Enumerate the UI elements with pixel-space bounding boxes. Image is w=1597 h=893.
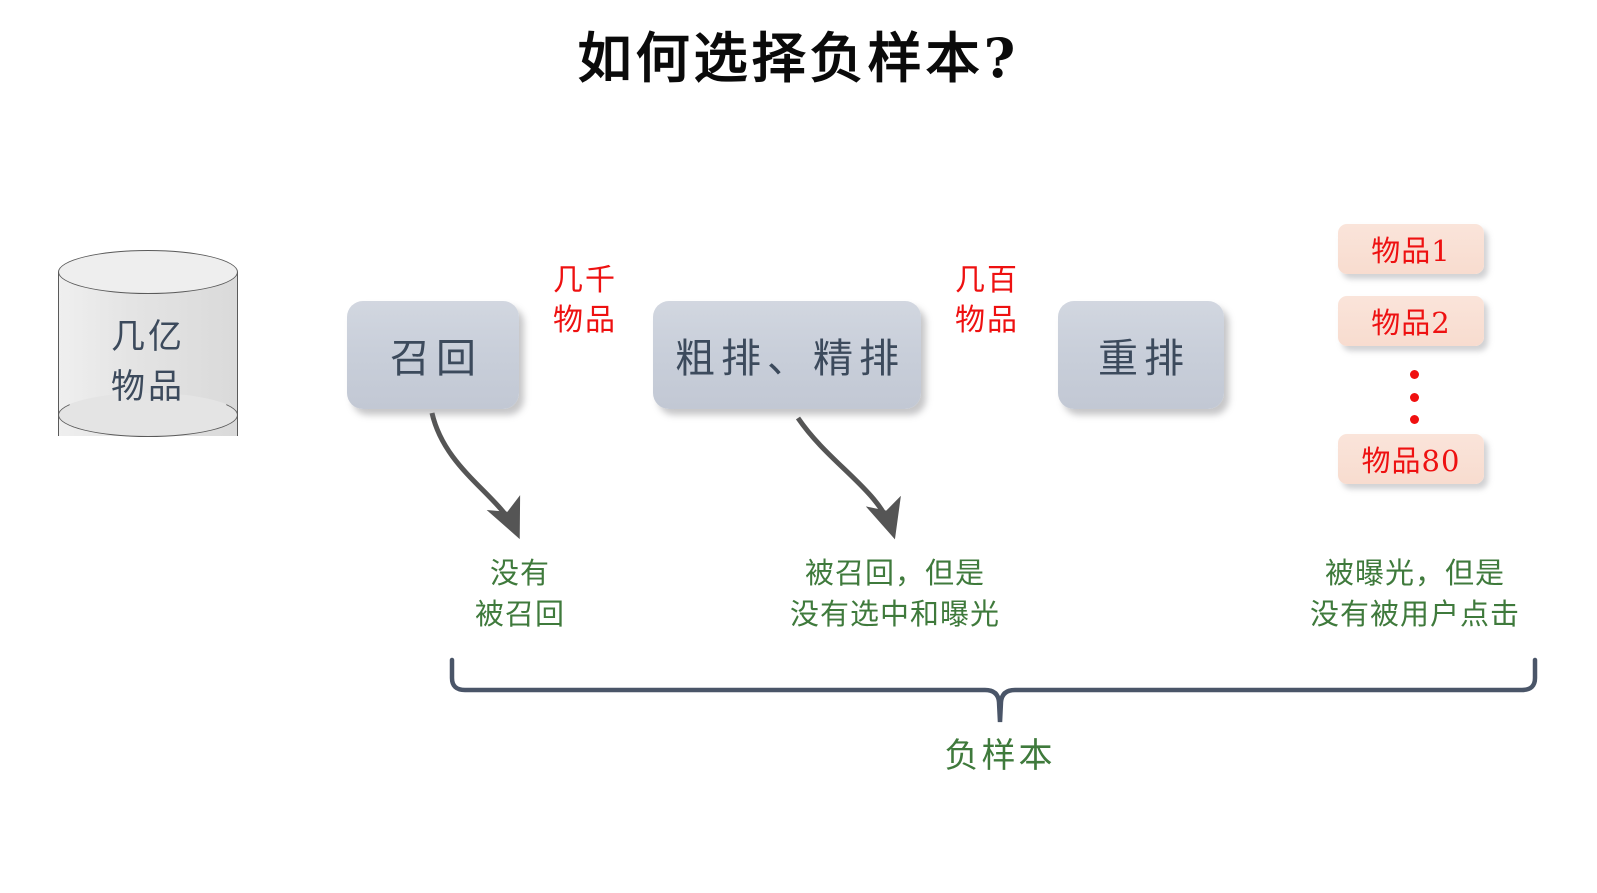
stage-box-rank[interactable]: 粗排、精排 [653, 301, 921, 409]
drop-arrows [429, 412, 901, 540]
item-pool-label-line2: 物品 [111, 367, 185, 407]
result-item-box[interactable]: 物品80 [1338, 434, 1484, 484]
annotation-not-exposed-line2: 没有选中和曝光 [789, 597, 1000, 631]
annotation-not-clicked: 被曝光，但是 没有被用户点击 [1265, 553, 1565, 635]
negative-sample-brace [449, 657, 1538, 723]
cylinder-top-ellipse [58, 250, 238, 294]
brace-label-negative-samples: 负样本 [944, 736, 1056, 776]
flow-label-thousands-line1: 几千 [553, 263, 617, 298]
annotation-not-clicked-line2: 没有被用户点击 [1309, 597, 1520, 631]
flow-label-hundreds-line1: 几百 [955, 263, 1019, 298]
flow-label-hundreds-line2: 物品 [955, 303, 1019, 338]
annotation-not-clicked-line1: 被曝光，但是 [1324, 556, 1505, 590]
vertical-ellipsis-icon [1394, 370, 1434, 424]
item-pool-label: 几亿 物品 [58, 312, 238, 412]
annotation-not-recalled: 没有 被召回 [425, 553, 615, 635]
annotation-not-exposed-line1: 被召回，但是 [804, 556, 985, 590]
page-title: 如何选择负样本? [577, 26, 1020, 90]
stage-box-recall[interactable]: 召回 [347, 301, 519, 409]
annotation-not-recalled-line1: 没有 [489, 556, 550, 590]
result-item-box[interactable]: 物品2 [1338, 296, 1484, 346]
stage-box-rerank[interactable]: 重排 [1058, 301, 1224, 409]
item-pool-cylinder: 几亿 物品 [58, 250, 240, 458]
flow-label-thousands: 几千 物品 [530, 261, 640, 341]
item-pool-label-line1: 几亿 [111, 317, 185, 357]
curve-recall-dropout [429, 412, 521, 540]
annotation-not-exposed: 被召回，但是 没有选中和曝光 [745, 553, 1045, 635]
flow-label-hundreds: 几百 物品 [932, 261, 1042, 341]
result-item-box[interactable]: 物品1 [1338, 224, 1484, 274]
annotation-not-recalled-line2: 被召回 [474, 597, 565, 631]
cylinder-bottom-ellipse [58, 393, 238, 437]
curve-rank-dropout [795, 416, 901, 540]
flow-label-thousands-line2: 物品 [553, 303, 617, 338]
